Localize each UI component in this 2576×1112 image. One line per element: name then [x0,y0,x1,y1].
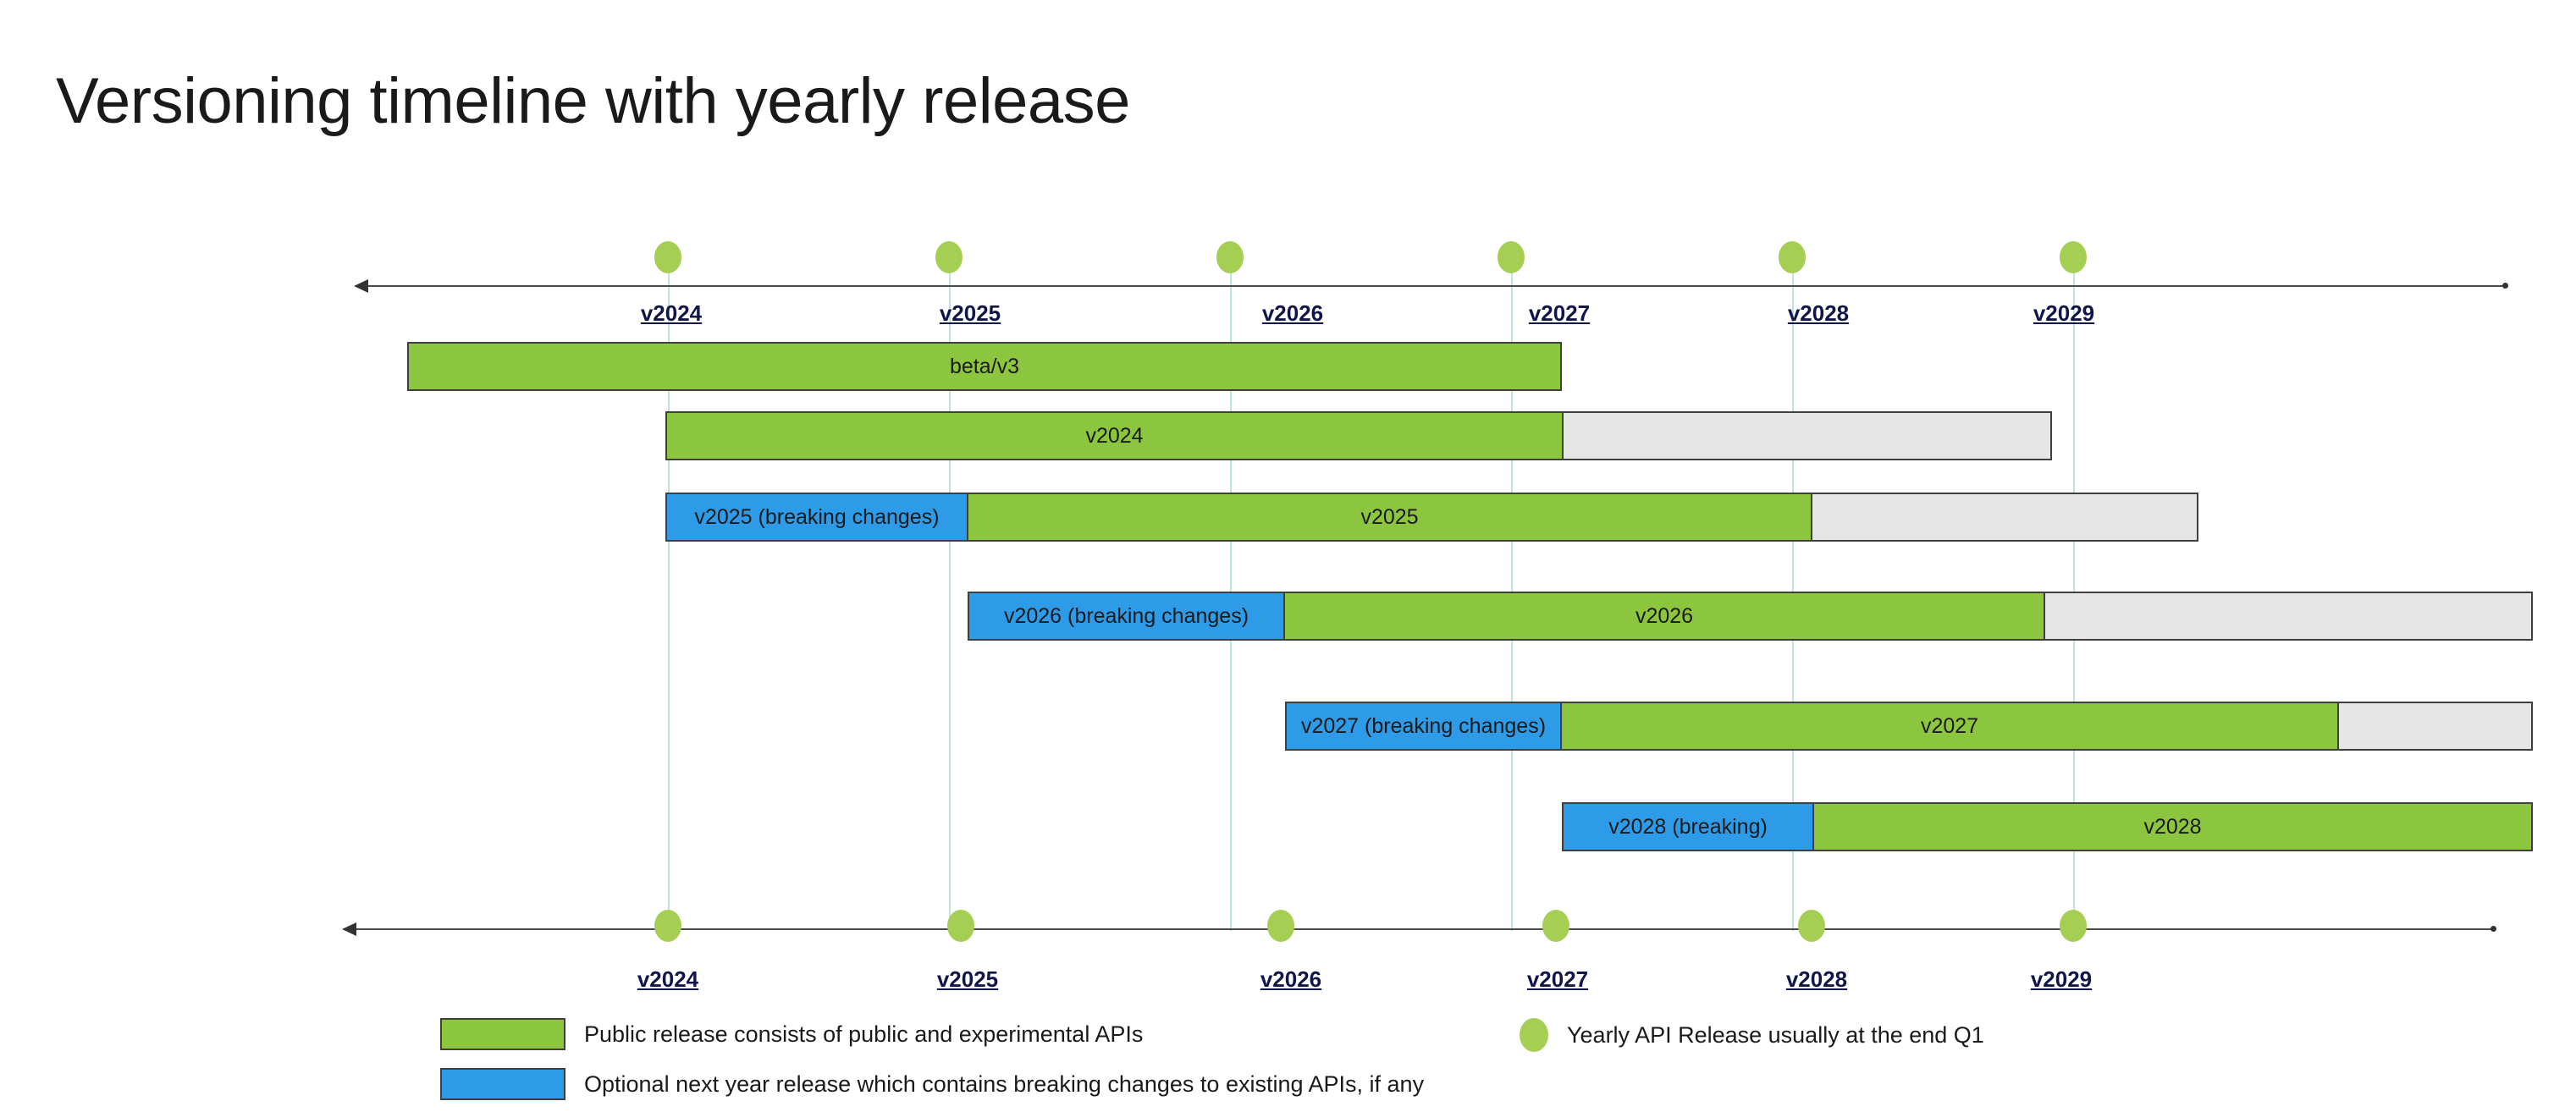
legend-item-public-release: Public release consists of public and ex… [440,1018,1143,1050]
bar-segment-green[interactable]: v2026 [1283,592,2045,641]
release-dot-v2024 [654,241,681,273]
year-label-bottom-v2028: v2028 [1785,966,1848,992]
axis-arrow-left-icon [354,279,368,293]
release-dot-bottom-v2028 [1798,910,1825,942]
bar-segment-label: v2026 [1635,603,1694,628]
legend-swatch-blue-icon [440,1068,565,1100]
year-label-top-v2026: v2026 [1261,300,1324,326]
legend-label-public-release: Public release consists of public and ex… [584,1021,1144,1047]
legend-item-yearly-release: Yearly API Release usually at the end Q1 [1520,1018,1984,1052]
axis-end-dot-icon [2491,926,2496,932]
axis-line [356,285,2506,287]
bar-segment-green[interactable]: v2028 [1812,802,2533,851]
bar-segment-blue[interactable]: v2025 (breaking changes) [665,493,968,542]
bar-segment-label: v2028 (breaking) [1608,814,1768,839]
year-label-top-v2028: v2028 [1787,300,1850,326]
bar-row-beta-v3: beta/v3 [407,342,1562,391]
gridline-v2025 [949,254,951,931]
release-dot-bottom-v2026 [1267,910,1294,942]
bar-segment-blue[interactable]: v2027 (breaking changes) [1285,702,1562,751]
legend-label-yearly-release: Yearly API Release usually at the end Q1 [1567,1021,1984,1048]
bar-row-v2024: v2024 [665,411,2052,460]
bar-segment-label: v2025 [1360,504,1419,529]
release-dot-v2025 [935,241,963,273]
bar-segment-gray[interactable] [1562,411,2052,460]
legend-swatch-green-icon [440,1018,565,1050]
year-label-top-v2025: v2025 [939,300,1001,326]
axis-end-dot-icon [2502,283,2508,289]
page-title: Versioning timeline with yearly release [56,65,1130,137]
release-dot-v2028 [1779,241,1806,273]
timeline-axis-top [354,279,2508,293]
timeline-axis-bottom [342,922,2496,936]
bar-segment-label: v2024 [1085,423,1144,448]
release-dot-v2029 [2060,241,2087,273]
bar-segment-label: v2028 [2143,814,2202,839]
year-label-top-v2024: v2024 [640,300,703,326]
bar-segment-label: v2027 [1920,713,1979,738]
year-label-bottom-v2026: v2026 [1260,966,1322,992]
release-dot-v2026 [1216,241,1244,273]
year-label-top-v2029: v2029 [2033,300,2095,326]
release-dot-bottom-v2027 [1542,910,1569,942]
legend-item-breaking-changes: Optional next year release which contain… [440,1068,1424,1100]
bar-segment-green[interactable]: v2025 [967,493,1812,542]
bar-segment-label: v2027 (breaking changes) [1300,713,1547,738]
legend-label-breaking-changes: Optional next year release which contain… [584,1071,1425,1097]
bar-segment-green[interactable]: beta/v3 [407,342,1562,391]
release-dot-bottom-v2029 [2060,910,2087,942]
year-label-bottom-v2024: v2024 [637,966,699,992]
bar-row-v2028: v2028 (breaking) v2028 [1562,802,2533,851]
year-label-top-v2027: v2027 [1528,300,1591,326]
axis-arrow-left-icon [342,922,356,936]
bar-segment-label: v2026 (breaking changes) [1003,603,1249,628]
bar-segment-blue[interactable]: v2028 (breaking) [1562,802,1814,851]
bar-row-v2026: v2026 (breaking changes) v2026 [968,592,2533,641]
bar-segment-green[interactable]: v2027 [1560,702,2339,751]
year-label-bottom-v2027: v2027 [1526,966,1589,992]
bar-segment-label: v2025 (breaking changes) [694,504,940,529]
release-dot-v2027 [1498,241,1525,273]
bar-segment-gray[interactable] [1811,493,2198,542]
bar-row-v2025: v2025 (breaking changes) v2025 [665,493,2198,542]
axis-line [344,928,2494,930]
bar-row-v2027: v2027 (breaking changes) v2027 [1285,702,2533,751]
year-label-bottom-v2025: v2025 [936,966,999,992]
legend-dot-green-icon [1520,1018,1548,1052]
bar-segment-gray[interactable] [2044,592,2533,641]
release-dot-bottom-v2025 [947,910,974,942]
bar-segment-blue[interactable]: v2026 (breaking changes) [968,592,1285,641]
gridline-v2024 [668,254,670,931]
year-label-bottom-v2029: v2029 [2030,966,2093,992]
bar-segment-label: beta/v3 [949,354,1019,378]
release-dot-bottom-v2024 [654,910,681,942]
bar-segment-green[interactable]: v2024 [665,411,1564,460]
bar-segment-gray[interactable] [2337,702,2533,751]
